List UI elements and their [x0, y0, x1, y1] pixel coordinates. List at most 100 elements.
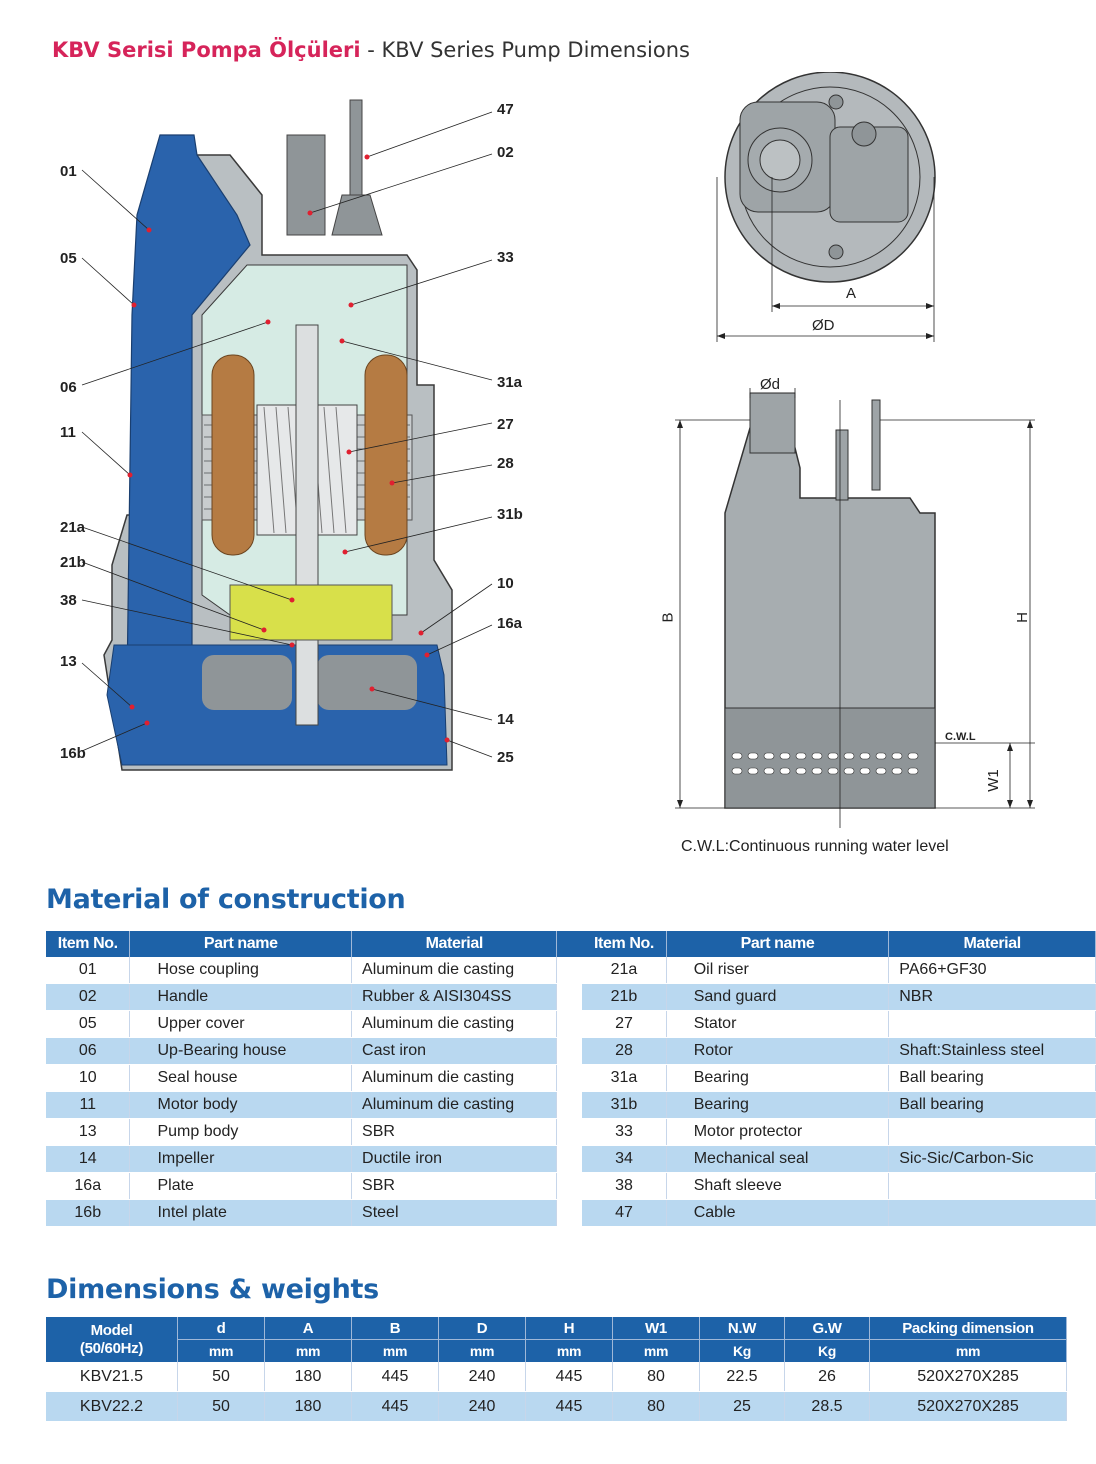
- item-no-cell: 34: [582, 1145, 667, 1173]
- dimension-cell: 520X270X285: [869, 1362, 1067, 1392]
- item-no-cell: 10: [46, 1064, 131, 1092]
- material-cell: Ball bearing: [888, 1091, 1096, 1119]
- part-name-cell: Motor body: [129, 1091, 353, 1119]
- dimension-cell: KBV21.5: [46, 1362, 178, 1392]
- dimensions-title: Dimensions & weights: [46, 1274, 379, 1305]
- cwl-note: C.W.L:Continuous running water level: [681, 838, 949, 855]
- page-title: KBV Serisi Pompa Ölçüleri - KBV Series P…: [52, 38, 690, 62]
- col-item-no: Item No.: [46, 931, 131, 957]
- dimensions-header-row: Model(50/60Hz) d A B D H W1 N.W G.W Pack…: [46, 1317, 1067, 1362]
- part-name-cell: Handle: [129, 983, 353, 1011]
- item-no-cell: 47: [582, 1199, 667, 1227]
- item-no-cell: 21a: [582, 957, 667, 984]
- material-cell: [888, 1199, 1096, 1227]
- col-part-name-2: Part name: [666, 931, 890, 957]
- callout-27: 27: [497, 416, 514, 433]
- dim-label-od-small: Ød: [760, 376, 781, 393]
- dimension-cell: 25: [699, 1391, 785, 1422]
- callout-31b: 31b: [497, 506, 523, 523]
- col-d-large: D: [438, 1317, 526, 1340]
- pump-side-view: [675, 388, 1035, 828]
- item-no-cell: 01: [46, 957, 131, 984]
- dimensions-table: Model(50/60Hz) d A B D H W1 N.W G.W Pack…: [46, 1317, 1067, 1422]
- material-cell: Aluminum die casting: [351, 957, 558, 984]
- table-gap-cell: [556, 983, 583, 1011]
- callout-28: 28: [497, 455, 514, 472]
- dim-label-b: B: [659, 612, 677, 623]
- part-name-cell: Pump body: [129, 1118, 353, 1146]
- dimension-cell: 240: [438, 1362, 526, 1392]
- col-w1: W1: [612, 1317, 700, 1340]
- part-name-cell: Impeller: [129, 1145, 353, 1173]
- table-gap-cell: [556, 1037, 583, 1065]
- part-name-cell: Stator: [666, 1010, 890, 1038]
- dimension-cell: 80: [612, 1391, 700, 1422]
- item-no-cell: 27: [582, 1010, 667, 1038]
- col-model-line1: Model: [90, 1321, 133, 1339]
- part-name-cell: Plate: [129, 1172, 353, 1200]
- unit-cell: mm: [869, 1339, 1067, 1362]
- table-gap-cell: [556, 1064, 583, 1092]
- item-no-cell: 11: [46, 1091, 131, 1119]
- part-name-cell: Motor protector: [666, 1118, 890, 1146]
- materials-header-row: Item No. Part name Material Item No. Par…: [46, 931, 1096, 957]
- part-name-cell: Up-Bearing house: [129, 1037, 353, 1065]
- dimension-cell: 180: [264, 1391, 352, 1422]
- dimension-cell: 520X270X285: [869, 1391, 1067, 1422]
- material-cell: Cast iron: [351, 1037, 558, 1065]
- unit-cell: mm: [525, 1339, 613, 1362]
- title-turkish: KBV Serisi Pompa Ölçüleri: [52, 38, 361, 62]
- item-no-cell: 06: [46, 1037, 131, 1065]
- dim-label-od: ØD: [812, 317, 835, 334]
- material-cell: [888, 1010, 1096, 1038]
- unit-cell: mm: [612, 1339, 700, 1362]
- table-gap-cell: [556, 1172, 583, 1200]
- part-name-cell: Shaft sleeve: [666, 1172, 890, 1200]
- dimension-cell: 50: [177, 1391, 265, 1422]
- material-cell: Aluminum die casting: [351, 1010, 558, 1038]
- pump-cutaway-drawing: [81, 99, 493, 771]
- material-cell: Steel: [351, 1199, 558, 1227]
- item-no-cell: 14: [46, 1145, 131, 1173]
- material-cell: Ductile iron: [351, 1145, 558, 1173]
- dimension-cell: 445: [351, 1362, 439, 1392]
- callout-47: 47: [497, 101, 514, 118]
- callout-25: 25: [497, 749, 514, 766]
- item-no-cell: 02: [46, 983, 131, 1011]
- callout-06: 06: [60, 379, 77, 396]
- title-english: KBV Series Pump Dimensions: [381, 38, 690, 62]
- part-name-cell: Hose coupling: [129, 957, 353, 984]
- col-material: Material: [351, 931, 558, 957]
- dimension-cell: 445: [525, 1362, 613, 1392]
- callout-02: 02: [497, 144, 514, 161]
- col-a: A: [264, 1317, 352, 1340]
- item-no-cell: 16b: [46, 1199, 131, 1227]
- unit-cell: mm: [264, 1339, 352, 1362]
- callout-33: 33: [497, 249, 514, 266]
- dimension-cell: 445: [525, 1391, 613, 1422]
- callout-13: 13: [60, 653, 77, 670]
- item-no-cell: 31b: [582, 1091, 667, 1119]
- col-gw: G.W: [784, 1317, 870, 1340]
- callout-05: 05: [60, 250, 77, 267]
- part-name-cell: Oil riser: [666, 957, 890, 984]
- part-name-cell: Intel plate: [129, 1199, 353, 1227]
- part-name-cell: Sand guard: [666, 983, 890, 1011]
- dimension-cell: KBV22.2: [46, 1391, 178, 1422]
- item-no-cell: 38: [582, 1172, 667, 1200]
- col-part-name: Part name: [129, 931, 353, 957]
- dimension-cell: 445: [351, 1391, 439, 1422]
- callout-16a: 16a: [497, 615, 523, 632]
- dim-label-cwl: C.W.L: [945, 731, 976, 743]
- table-gap-cell: [556, 1145, 583, 1173]
